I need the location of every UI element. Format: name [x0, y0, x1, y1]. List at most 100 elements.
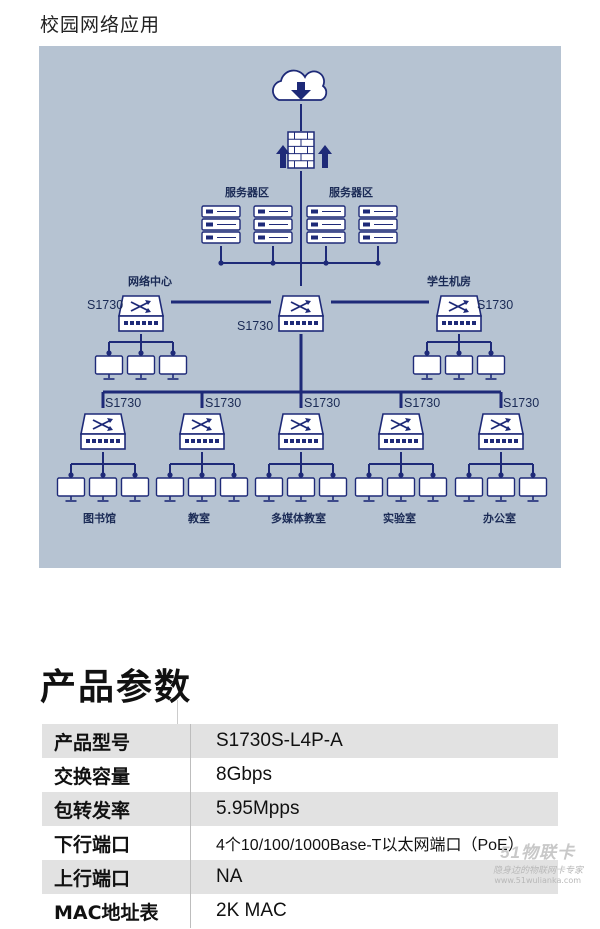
campus-network-diagram: 服务器区 服务器区 网络中心 学生机房 S1730 S1730 S1730 S1…	[39, 46, 561, 568]
monitor-icon	[318, 477, 348, 502]
link-dot	[366, 472, 372, 478]
monitor-icon	[518, 477, 548, 502]
server-zone-label-left: 服务器区	[225, 186, 269, 199]
table-row: 下行端口 4个10/100/1000Base-T以太网端口（PoE）	[42, 826, 558, 860]
monitor-icon	[286, 477, 316, 502]
monitor-icon	[126, 355, 156, 380]
table-row: 包转发率 5.95Mpps	[42, 792, 558, 826]
params-title: 产品参数	[40, 667, 193, 708]
switch-label-right: S1730	[477, 298, 514, 312]
switch-label-building-2: S1730	[205, 396, 242, 410]
link-dot	[270, 260, 276, 266]
dorm-label: 学生机房	[427, 275, 471, 288]
watermark-logo: 51物联卡	[500, 843, 575, 862]
building-label-lab: 实验室	[383, 512, 416, 525]
link-dot	[68, 472, 74, 478]
monitor-icon	[454, 477, 484, 502]
params-table: 产品型号 S1730S-L4P-A 交换容量 8Gbps 包转发率 5.95Mp…	[42, 724, 558, 928]
monitor-icon	[219, 477, 249, 502]
switch-icon	[80, 413, 126, 450]
link-dot	[170, 350, 176, 356]
link-dot	[530, 472, 536, 478]
link-dot	[430, 472, 436, 478]
switch-label-left: S1730	[87, 298, 124, 312]
param-value: 8Gbps	[216, 764, 272, 785]
switch-icon	[278, 295, 324, 332]
monitor-icon	[56, 477, 86, 502]
watermark-url: www.51wulianka.com	[494, 876, 581, 885]
monitor-icon	[486, 477, 516, 502]
switch-label-building-1: S1730	[105, 396, 142, 410]
section-title: 校园网络应用	[40, 14, 161, 36]
param-key: 上行端口	[42, 860, 191, 894]
param-key: 下行端口	[42, 826, 191, 860]
monitor-icon	[254, 477, 284, 502]
monitor-icon	[444, 355, 474, 380]
param-value: NA	[190, 860, 558, 894]
building-label-multimedia: 多媒体教室	[271, 512, 326, 525]
switch-label-building-4: S1730	[404, 396, 441, 410]
switch-icon	[378, 413, 424, 450]
link-dot	[100, 472, 106, 478]
monitor-icon	[120, 477, 150, 502]
monitor-icon	[418, 477, 448, 502]
watermark-slogan: 隐身边的物联网卡专家	[492, 866, 583, 876]
table-row: 产品型号 S1730S-L4P-A	[42, 724, 558, 758]
param-key: 交换容量	[42, 758, 191, 792]
monitor-icon	[386, 477, 416, 502]
monitor-icon	[476, 355, 506, 380]
link-dot	[323, 260, 329, 266]
link-dot	[398, 472, 404, 478]
param-value: 5.95Mpps	[190, 792, 558, 826]
server-icon	[201, 205, 241, 244]
monitor-icon	[354, 477, 384, 502]
table-row: 上行端口 NA	[42, 860, 558, 894]
monitor-icon	[187, 477, 217, 502]
link-dot	[498, 472, 504, 478]
firewall-icon	[276, 131, 332, 169]
param-value: S1730S-L4P-A	[190, 724, 558, 758]
link-dot	[218, 260, 224, 266]
server-icon	[358, 205, 398, 244]
link-dot	[424, 350, 430, 356]
link-dot	[199, 472, 205, 478]
table-row: 交换容量 8Gbps	[42, 758, 558, 792]
param-key: 包转发率	[42, 792, 191, 826]
link-dot	[138, 350, 144, 356]
watermark: 51物联卡 隐身边的物联网卡专家 www.51wulianka.com	[455, 828, 595, 885]
link-dot	[298, 472, 304, 478]
switch-icon	[179, 413, 225, 450]
header-divider	[177, 700, 178, 728]
monitor-icon	[155, 477, 185, 502]
server-zone-label-right: 服务器区	[329, 186, 373, 199]
switch-icon	[278, 413, 324, 450]
link-dot	[132, 472, 138, 478]
link-dot	[375, 260, 381, 266]
link-dot	[330, 472, 336, 478]
table-row: MAC地址表 2K MAC	[42, 894, 558, 928]
link-dot	[266, 472, 272, 478]
link-dot	[231, 472, 237, 478]
monitor-icon	[88, 477, 118, 502]
switch-icon	[118, 295, 164, 332]
server-icon	[306, 205, 346, 244]
network-center-label: 网络中心	[128, 275, 172, 288]
switch-label-building-3: S1730	[304, 396, 341, 410]
param-key: 产品型号	[42, 724, 191, 758]
switch-icon	[478, 413, 524, 450]
cloud-download-icon	[272, 69, 328, 101]
link-dot	[167, 472, 173, 478]
param-key: MAC地址表	[42, 894, 191, 928]
monitor-icon	[158, 355, 188, 380]
switch-label-core: S1730	[237, 319, 274, 333]
param-value: 4个10/100/1000Base-T以太网端口（PoE）	[216, 837, 524, 854]
monitor-icon	[412, 355, 442, 380]
link-dot	[106, 350, 112, 356]
link-dot	[466, 472, 472, 478]
param-value: 2K MAC	[216, 900, 287, 921]
building-label-office: 办公室	[483, 512, 516, 525]
building-label-library: 图书馆	[83, 512, 116, 525]
link-dot	[488, 350, 494, 356]
server-icon	[253, 205, 293, 244]
link-dot	[456, 350, 462, 356]
